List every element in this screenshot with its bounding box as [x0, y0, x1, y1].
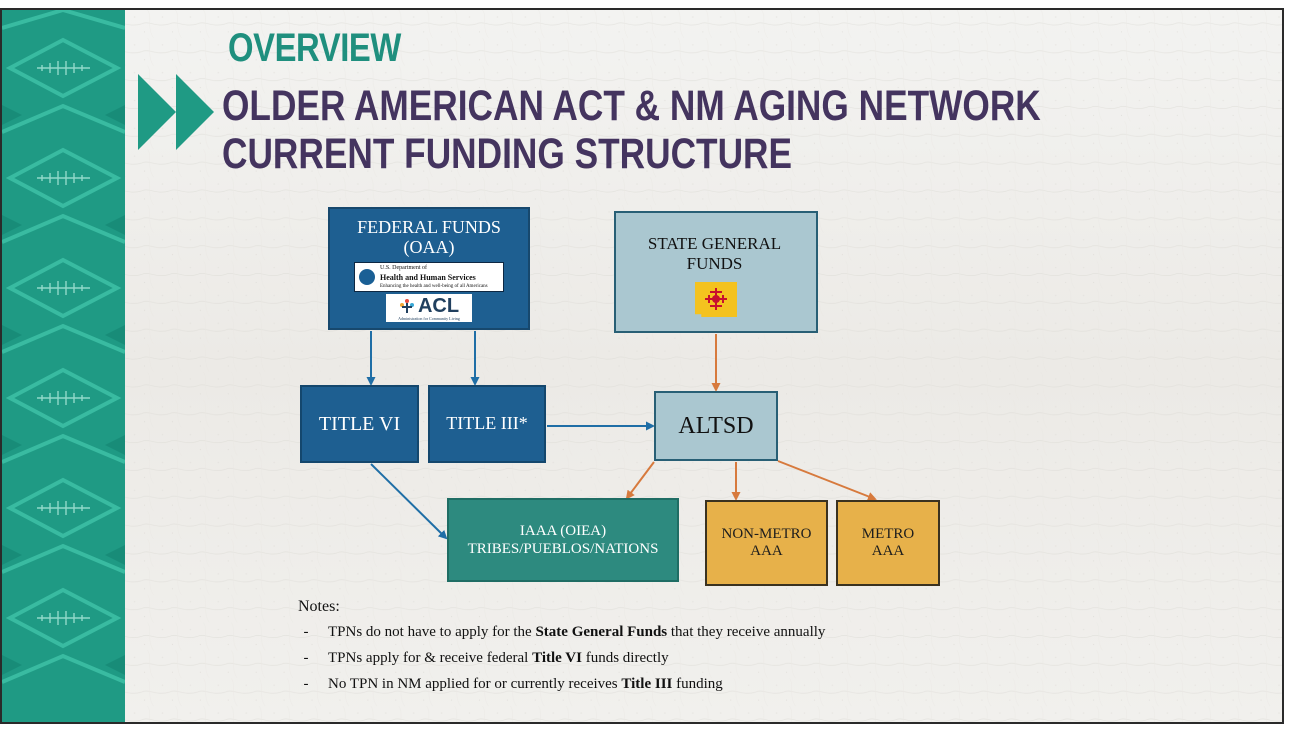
background-texture [2, 10, 1282, 722]
acl-logo: ACL Administration for Community Living [386, 294, 472, 322]
acl-logo-subtitle: Administration for Community Living [398, 315, 460, 321]
note-text-before: TPNs do not have to apply for the [328, 624, 536, 640]
hhs-logo-line-2: Health and Human Services [380, 272, 476, 282]
slide-frame [0, 8, 1284, 724]
note-text-before: No TPN in NM applied for or currently re… [328, 676, 622, 692]
note-bold-text: Title VI [532, 650, 582, 666]
non-metro-line-2: AAA [750, 543, 783, 559]
metro-line-1: METRO [861, 526, 915, 542]
notes-list: - TPNs do not have to apply for the Stat… [298, 624, 1058, 692]
hhs-eagle-icon [359, 269, 375, 285]
note-text-after: funds directly [581, 650, 669, 666]
non-metro-aaa-box: NON-METRO AAA [705, 500, 828, 586]
note-text-after: that they receive annually [667, 624, 826, 640]
decorative-side-band [2, 10, 125, 722]
acl-logo-mark: ACL [399, 296, 459, 316]
federal-funds-box: FEDERAL FUNDS (OAA) U.S. Department of H… [328, 207, 530, 330]
hhs-logo-text: U.S. Department of Health and Human Serv… [380, 264, 488, 291]
title-iii-label: TITLE III* [446, 413, 528, 434]
slide-title: OLDER AMERICAN ACT & NM AGING NETWORK CU… [222, 82, 1041, 178]
hhs-logo-line-1: U.S. Department of [380, 264, 427, 271]
notes-section: Notes: - TPNs do not have to apply for t… [298, 598, 1058, 702]
note-dash: - [303, 676, 309, 692]
geometric-pattern-icon [2, 10, 125, 722]
acl-people-icon [399, 298, 414, 313]
note-item-title-iii: - No TPN in NM applied for or currently … [298, 676, 1058, 692]
iaaa-line-2: TRIBES/PUEBLOS/NATIONS [467, 541, 659, 557]
altsd-box: ALTSD [654, 391, 778, 461]
section-heading: OVERVIEW [228, 26, 401, 70]
acl-logo-text: ACL [417, 294, 460, 317]
hhs-logo: U.S. Department of Health and Human Serv… [354, 262, 504, 292]
double-chevron-icon [138, 74, 214, 150]
hhs-logo-line-3: Enhancing the health and well-being of a… [380, 283, 488, 289]
metro-line-2: AAA [871, 543, 905, 559]
note-dash: - [303, 650, 309, 666]
federal-funds-label: FEDERAL FUNDS (OAA) [357, 217, 501, 257]
note-bold-text: State General Funds [535, 624, 668, 640]
metro-aaa-box: METRO AAA [836, 500, 940, 586]
altsd-label: ALTSD [678, 412, 754, 439]
title-vi-label: TITLE VI [318, 413, 401, 435]
note-text-after: funding [672, 676, 723, 692]
note-item-state-general-funds: - TPNs do not have to apply for the Stat… [298, 624, 1058, 640]
state-general-funds-label: STATE GENERAL FUNDS [647, 234, 782, 273]
note-item-title-vi: - TPNs apply for & receive federal Title… [298, 650, 1058, 666]
note-dash: - [303, 624, 309, 640]
notes-heading: Notes: [298, 598, 340, 615]
title-iii-box: TITLE III* [428, 385, 546, 463]
title-vi-box: TITLE VI [300, 385, 419, 463]
iaaa-tribes-box: IAAA (OIEA) TRIBES/PUEBLOS/NATIONS [447, 498, 679, 582]
note-text-before: TPNs apply for & receive federal [328, 650, 533, 666]
new-mexico-flag-icon [695, 282, 737, 317]
state-general-funds-box: STATE GENERAL FUNDS [614, 211, 818, 333]
note-bold-text: Title III [621, 676, 673, 692]
non-metro-line-1: NON-METRO [721, 526, 812, 542]
iaaa-line-1: IAAA (OIEA) [519, 523, 607, 539]
